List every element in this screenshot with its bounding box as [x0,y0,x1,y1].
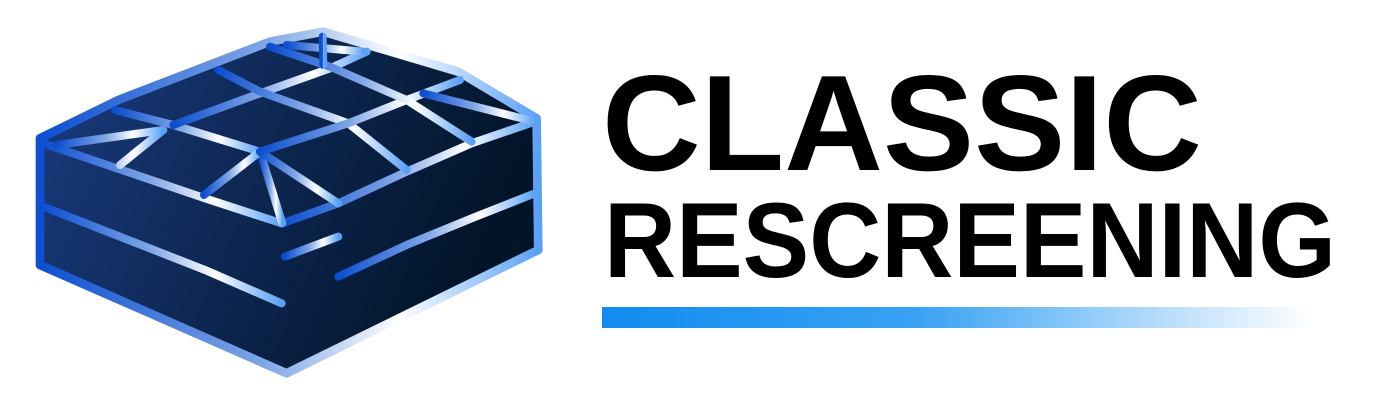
enclosure-silhouette [35,27,543,378]
brand-name-line2: RESCREENING [604,180,1336,300]
enclosure-frame [39,32,539,376]
brand-name-line1: CLASSIC [602,47,1202,199]
screen-enclosure-icon [35,27,543,378]
accent-gradient-bar [602,307,1312,328]
